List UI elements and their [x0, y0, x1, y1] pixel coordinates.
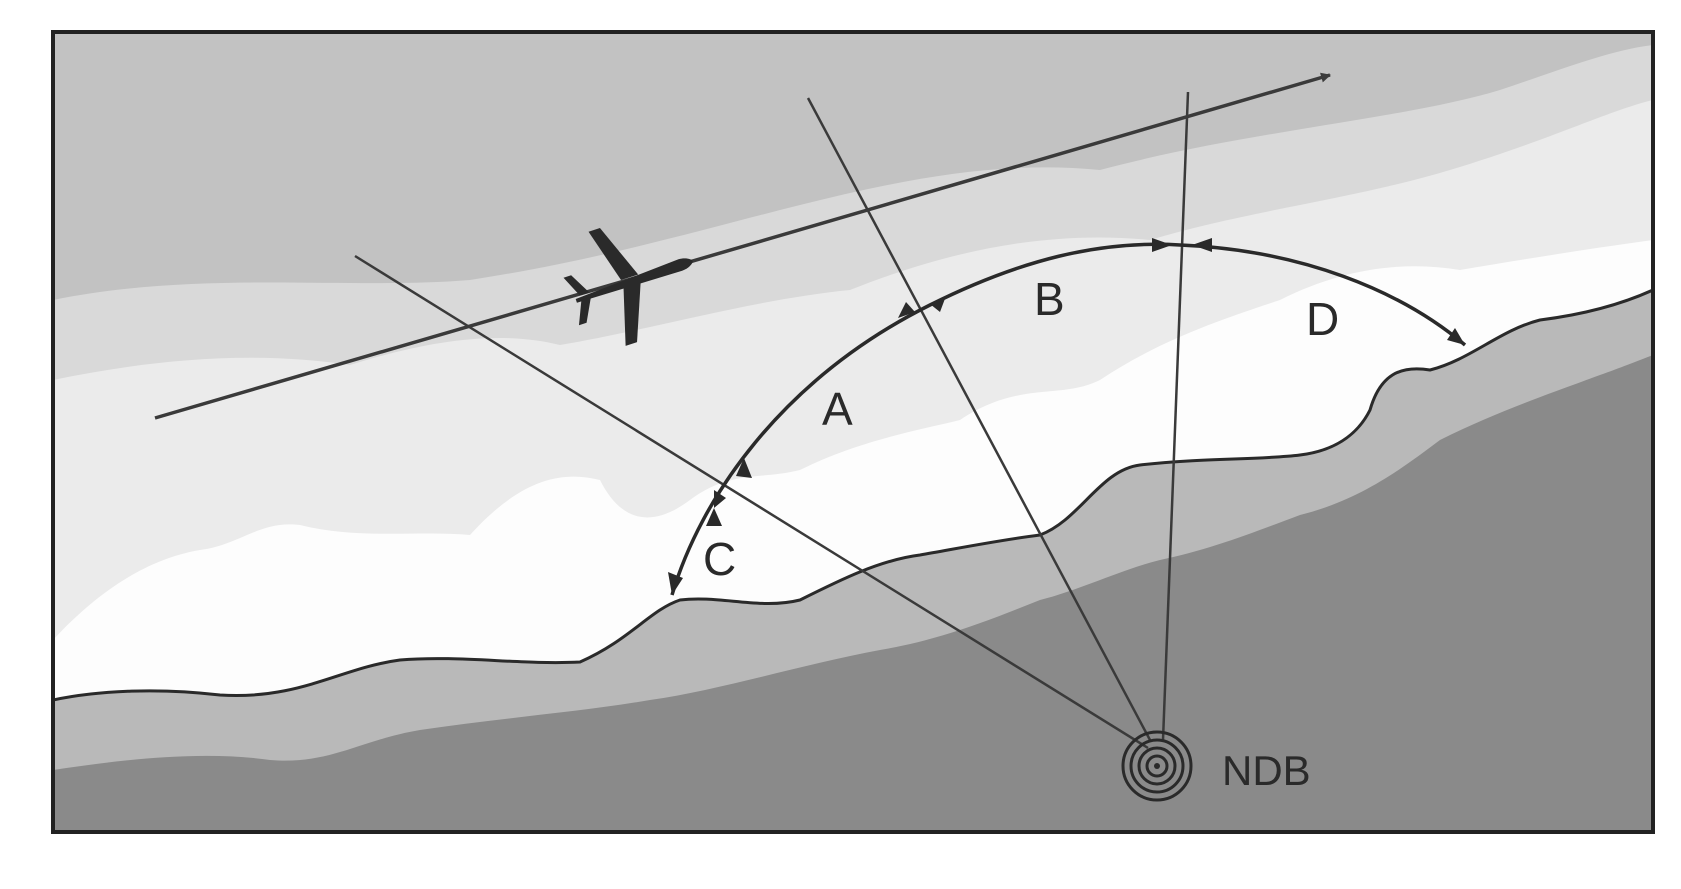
angle-label-a: A — [822, 383, 853, 435]
ndb-beacon-icon — [1121, 730, 1193, 802]
ground-dark — [53, 355, 1653, 832]
ndb-label: NDB — [1222, 747, 1311, 794]
diagram-frame — [51, 30, 1655, 834]
bearing-line-1 — [354, 254, 1149, 750]
aircraft-icon — [563, 228, 693, 346]
terrain-scene — [53, 32, 1653, 832]
angle-label-b: B — [1034, 273, 1065, 325]
arc-arrowheads — [668, 238, 1465, 595]
bearing-line-3 — [1161, 91, 1190, 741]
bearing-arc — [670, 242, 1467, 596]
coastline — [53, 288, 1653, 702]
bearing-line-2 — [806, 97, 1152, 741]
aircraft-track — [154, 72, 1331, 420]
angle-label-c: C — [703, 533, 736, 585]
angle-label-d: D — [1306, 293, 1339, 345]
